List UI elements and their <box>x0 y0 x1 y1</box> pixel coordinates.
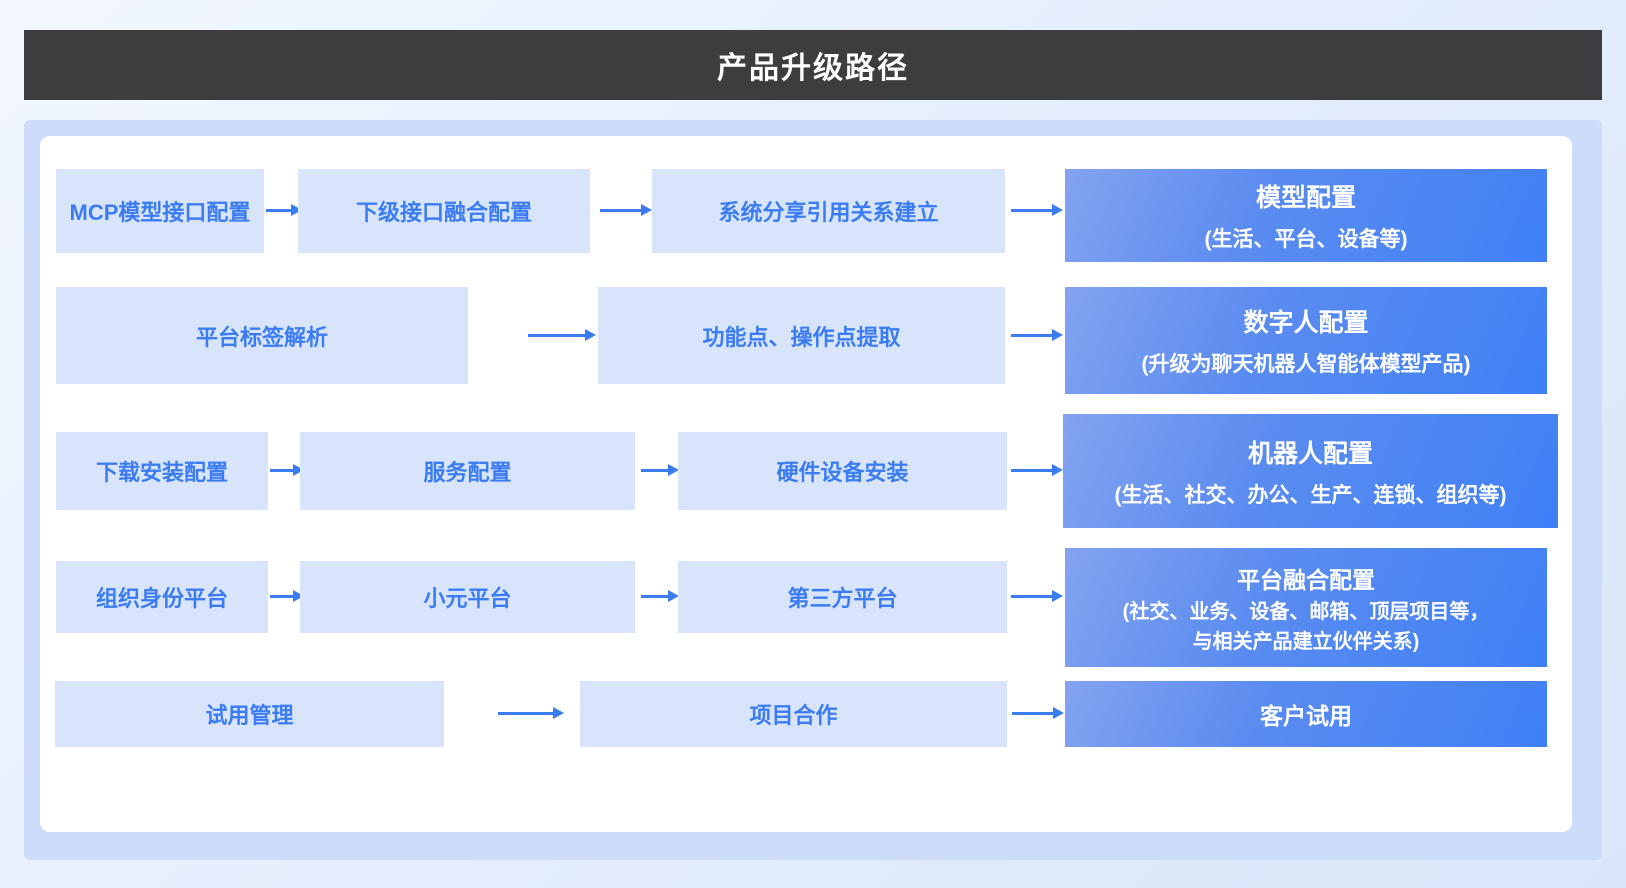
flow-step: 项目合作 <box>580 681 1007 747</box>
flow-step: 服务配置 <box>300 432 635 510</box>
title-bar: 产品升级路径 <box>24 30 1602 100</box>
result-box: 数字人配置 (升级为聊天机器人智能体模型产品) <box>1065 287 1547 394</box>
flow-step-label: 功能点、操作点提取 <box>702 324 901 350</box>
arrow-right-icon <box>1011 590 1063 602</box>
result-box: 平台融合配置 (社交、业务、设备、邮箱、顶层项目等， 与相关产品建立伙伴关系) <box>1065 548 1547 667</box>
flow-step-label: 项目合作 <box>749 703 838 728</box>
flow-step: 第三方平台 <box>678 561 1007 633</box>
flow-step: 下级接口融合配置 <box>298 169 590 253</box>
result-box: 机器人配置 (生活、社交、办公、生产、连锁、组织等) <box>1063 414 1558 528</box>
flow-step: MCP模型接口配置 <box>56 169 264 253</box>
arrow-right-icon <box>600 204 652 216</box>
arrow-right-icon <box>270 590 304 602</box>
flow-step-label: MCP模型接口配置 <box>69 200 251 225</box>
arrow-right-icon <box>641 464 679 476</box>
arrow-right-icon <box>1011 464 1063 476</box>
flow-step-label: 服务配置 <box>423 460 512 485</box>
result-box: 客户试用 <box>1065 681 1547 747</box>
flow-step: 小元平台 <box>300 561 635 633</box>
flow-step-label: 硬件设备安装 <box>776 460 909 485</box>
result-subtitle: (生活、平台、设备等) <box>1204 228 1408 251</box>
flow-step: 功能点、操作点提取 <box>598 287 1005 384</box>
flow-step-label: 系统分享引用关系建立 <box>718 200 939 225</box>
flow-step-label: 小元平台 <box>423 586 512 611</box>
flow-step-label: 下级接口融合配置 <box>355 200 532 225</box>
arrow-right-icon <box>1011 329 1063 341</box>
result-subtitle: 与相关产品建立伙伴关系) <box>1192 630 1420 653</box>
arrow-right-icon <box>1012 707 1064 719</box>
result-subtitle: (社交、业务、设备、邮箱、顶层项目等， <box>1122 600 1490 623</box>
arrow-right-icon <box>266 204 302 216</box>
flow-step: 试用管理 <box>55 681 444 747</box>
flow-step: 下载安装配置 <box>56 432 268 510</box>
arrow-right-icon <box>270 464 304 476</box>
flow-step: 平台标签解析 <box>56 287 468 384</box>
result-title: 数字人配置 <box>1243 309 1369 337</box>
arrow-right-icon <box>641 590 679 602</box>
flow-step-label: 试用管理 <box>205 703 294 728</box>
arrow-right-icon <box>528 329 596 341</box>
flow-step-label: 第三方平台 <box>787 586 898 611</box>
flow-step: 系统分享引用关系建立 <box>652 169 1005 253</box>
page-title: 产品升级路径 <box>717 52 909 85</box>
flow-step: 硬件设备安装 <box>678 432 1007 510</box>
arrow-right-icon <box>1011 204 1063 216</box>
flow-step: 组织身份平台 <box>56 561 268 633</box>
result-box: 模型配置 (生活、平台、设备等) <box>1065 169 1547 262</box>
result-title: 平台融合配置 <box>1237 566 1375 593</box>
flow-step-label: 平台标签解析 <box>195 324 328 350</box>
result-title: 模型配置 <box>1255 184 1356 212</box>
result-subtitle: (升级为聊天机器人智能体模型产品) <box>1141 353 1471 376</box>
result-title: 机器人配置 <box>1247 439 1373 468</box>
flow-step-label: 组织身份平台 <box>95 586 228 611</box>
result-title: 客户试用 <box>1260 703 1352 729</box>
flow-step-label: 下载安装配置 <box>95 460 228 485</box>
arrow-right-icon <box>498 707 564 719</box>
result-subtitle: (生活、社交、办公、生产、连锁、组织等) <box>1114 483 1507 507</box>
